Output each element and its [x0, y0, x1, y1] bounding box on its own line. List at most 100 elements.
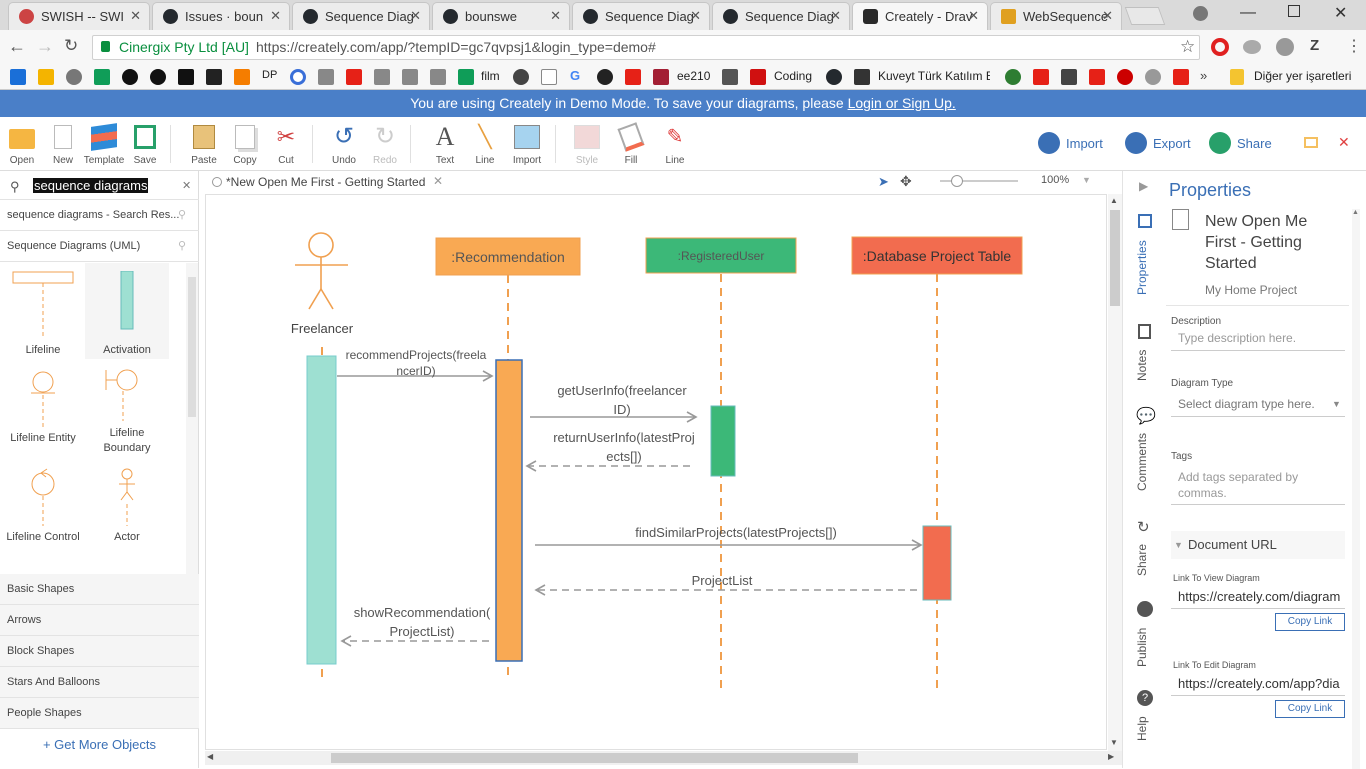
line-button[interactable]: ╲ Line: [463, 125, 507, 167]
shape-activation[interactable]: Activation: [85, 270, 169, 356]
new-button[interactable]: New: [41, 125, 85, 166]
minimize-icon[interactable]: —: [1240, 4, 1256, 21]
bookmark-icon[interactable]: [122, 69, 138, 85]
menu-icon[interactable]: ⋮: [1346, 38, 1362, 55]
bookmark-icon[interactable]: [597, 69, 613, 85]
import-image-button[interactable]: Import: [505, 125, 549, 166]
scroll-left-icon[interactable]: ◀: [207, 752, 214, 761]
back-icon[interactable]: ←: [8, 36, 26, 56]
view-link-field[interactable]: https://creately.com/diagram: [1171, 589, 1345, 609]
close-tab-icon[interactable]: ✕: [270, 8, 281, 23]
browser-tab-sequence-1[interactable]: Sequence Diag ✕: [292, 2, 430, 30]
bookmark-icon[interactable]: [66, 69, 82, 85]
new-tab-button[interactable]: [1124, 7, 1166, 25]
save-button[interactable]: Save: [123, 125, 167, 166]
star-icon[interactable]: ☆: [1180, 37, 1196, 56]
other-bookmarks[interactable]: Diğer yer işaretleri: [1254, 69, 1352, 83]
activation-recommendation[interactable]: [495, 359, 523, 662]
bookmark-icon[interactable]: [402, 69, 418, 85]
bookmark-icon[interactable]: [150, 69, 166, 85]
lifeline-head-database[interactable]: [851, 236, 1023, 275]
bookmark-icon[interactable]: [178, 69, 194, 85]
canvas-vertical-scrollbar[interactable]: ▲ ▼: [1108, 194, 1122, 751]
copy-button[interactable]: Copy: [223, 125, 267, 166]
category-basic-shapes[interactable]: Basic Shapes: [0, 574, 199, 605]
category-people-shapes[interactable]: People Shapes: [0, 698, 199, 729]
collapse-panel-icon[interactable]: ▶: [1139, 179, 1149, 193]
browser-tab-swish[interactable]: SWISH -- SWI ✕: [8, 2, 150, 30]
zoom-slider[interactable]: [940, 175, 1018, 187]
rail-share[interactable]: ↻ Share: [1123, 517, 1167, 577]
import-button[interactable]: Import: [1038, 132, 1103, 156]
drive-icon[interactable]: [38, 69, 54, 85]
scroll-right-icon[interactable]: ▶: [1108, 752, 1115, 761]
rail-comments[interactable]: 💬 Comments: [1123, 406, 1167, 496]
cut-button[interactable]: ✂ Cut: [264, 125, 308, 167]
shape-lifeline-entity[interactable]: Lifeline Entity: [1, 369, 85, 444]
youtube-icon[interactable]: [1033, 69, 1049, 85]
browser-tab-sequence-3[interactable]: Sequence Diag ✕: [712, 2, 850, 30]
category-arrows[interactable]: Arrows: [0, 605, 199, 636]
bookmark-icon[interactable]: [1005, 69, 1021, 85]
google-icon[interactable]: G: [570, 68, 581, 83]
share-button[interactable]: Share: [1209, 132, 1272, 156]
youtube-icon[interactable]: [1173, 69, 1189, 85]
bookmark-icon[interactable]: [318, 69, 334, 85]
browser-tab-creately[interactable]: Creately - Drav ✕: [852, 2, 988, 30]
bookmark-icon[interactable]: [513, 69, 529, 85]
activation-freelancer[interactable]: [306, 355, 337, 665]
document-url-section[interactable]: ▼ Document URL: [1171, 531, 1345, 559]
close-doc-icon[interactable]: ✕: [433, 174, 444, 188]
project-name[interactable]: My Home Project: [1205, 283, 1298, 297]
bookmark-icon[interactable]: [290, 69, 306, 85]
canvas-horizontal-scrollbar[interactable]: ◀ ▶: [205, 751, 1122, 765]
browser-tab-websequence[interactable]: WebSequence ✕: [990, 2, 1122, 30]
zoom-slider-handle[interactable]: [951, 175, 963, 187]
login-link[interactable]: Login or Sign Up.: [847, 95, 956, 111]
browser-tab-bounswe[interactable]: bounswe ✕: [432, 2, 570, 30]
reload-icon[interactable]: ↻: [64, 36, 79, 55]
horizontal-scroll-thumb[interactable]: [331, 753, 858, 763]
undo-button[interactable]: ↺ Undo: [322, 125, 366, 167]
globe-icon[interactable]: [1276, 38, 1294, 56]
close-tab-icon[interactable]: ✕: [1102, 8, 1113, 23]
bookmark-coding[interactable]: Coding: [774, 69, 813, 83]
bookmark-icon[interactable]: [1117, 69, 1133, 85]
clear-search-icon[interactable]: ✕: [182, 180, 192, 192]
copy-view-link-button[interactable]: Copy Link: [1275, 613, 1345, 631]
scroll-up-icon[interactable]: ▲: [1110, 196, 1118, 205]
browser-tab-sequence-2[interactable]: Sequence Diag ✕: [572, 2, 710, 30]
bookmark-icon[interactable]: [1061, 69, 1077, 85]
maximize-icon[interactable]: [1288, 5, 1300, 17]
line-color-button[interactable]: ✎ Line: [653, 125, 697, 166]
bookmark-icon[interactable]: [206, 69, 222, 85]
bookmark-icon[interactable]: [1145, 69, 1161, 85]
forward-icon[interactable]: →: [36, 36, 54, 56]
pan-tool-icon[interactable]: ✥: [900, 173, 912, 189]
page-icon[interactable]: [541, 69, 557, 85]
activation-registereduser[interactable]: [710, 405, 736, 477]
dropbox-icon[interactable]: [10, 69, 26, 85]
tags-input[interactable]: Add tags separated by commas.: [1171, 469, 1345, 505]
rail-properties[interactable]: Properties: [1123, 211, 1167, 301]
close-tab-icon[interactable]: ✕: [410, 8, 421, 23]
youtube-icon[interactable]: [1089, 69, 1105, 85]
bookmark-icon[interactable]: [854, 69, 870, 85]
shape-actor[interactable]: Actor: [85, 468, 169, 543]
vertical-scroll-thumb[interactable]: [1110, 210, 1120, 306]
opera-icon[interactable]: [1211, 38, 1229, 56]
folder-icon[interactable]: [1230, 69, 1244, 85]
open-button[interactable]: Open: [0, 125, 44, 166]
document-name[interactable]: New Open Me First - Getting Started: [1205, 211, 1345, 274]
youtube-icon[interactable]: [625, 69, 641, 85]
text-button[interactable]: A Text: [423, 124, 467, 167]
search-results-row[interactable]: sequence diagrams - Search Res... ⚲: [0, 200, 199, 231]
library-scrollbar[interactable]: [186, 263, 198, 575]
github-icon[interactable]: [826, 69, 842, 85]
close-tab-icon[interactable]: ✕: [550, 8, 561, 23]
bookmark-icon[interactable]: [750, 69, 766, 85]
export-button[interactable]: Export: [1125, 132, 1191, 156]
edit-link-field[interactable]: https://creately.com/app?dia: [1171, 676, 1345, 696]
actor-freelancer[interactable]: [295, 232, 348, 310]
profile-icon[interactable]: [1193, 6, 1208, 21]
